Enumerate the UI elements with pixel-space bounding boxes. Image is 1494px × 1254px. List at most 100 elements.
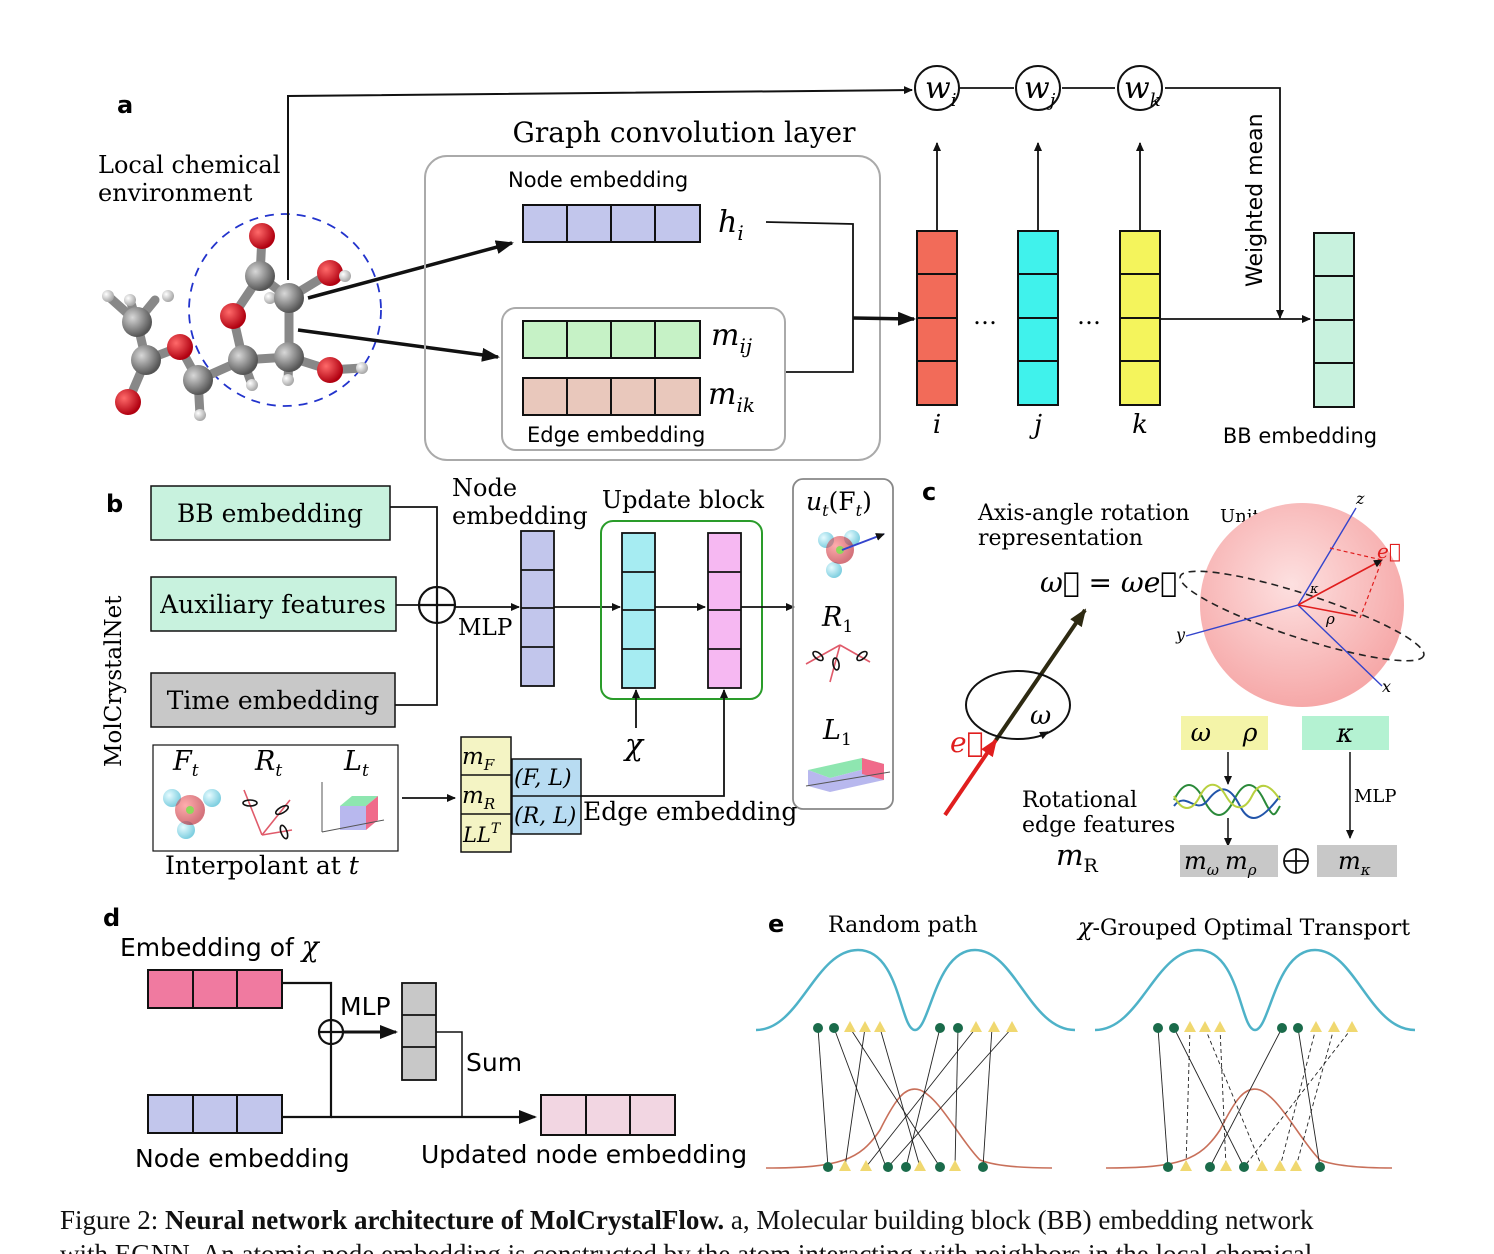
chi-embedding-vector	[147, 969, 283, 1009]
caption-rest: a, Molecular building block (BB) embeddi…	[724, 1205, 1314, 1235]
R1-rotation-icon	[805, 644, 871, 683]
interpolant-label: Interpolant at t	[165, 851, 360, 880]
LLT-label: LLT	[462, 821, 502, 847]
bb-embedding-box-label: BB embedding	[177, 499, 363, 528]
chi-label-b: χ	[623, 728, 645, 763]
panel-b-letter: b	[106, 490, 123, 518]
e-label: e⃗	[950, 726, 983, 759]
omega-equation: ω⃗ = ωe⃗	[1040, 566, 1177, 599]
index-j: j	[1029, 410, 1042, 440]
mF-label: mF	[462, 744, 495, 774]
sum-label: Sum	[466, 1048, 522, 1077]
node-embedding-b-line2: embedding	[452, 502, 588, 530]
caption-line1: Figure 2: Neural network architecture of…	[60, 1203, 1480, 1237]
node-vector-j	[1017, 230, 1059, 406]
panel-c: c Axis-angle rotation representation ω⃗ …	[922, 478, 1425, 879]
R-t-rotation-icon	[242, 789, 293, 840]
caption-line2: with EGNN. An atomic node embedding is c…	[60, 1239, 1313, 1254]
mlp-label-c: MLP	[1354, 786, 1397, 807]
embedding-of-chi-label: Embedding of χ	[120, 930, 321, 963]
grouped-ot-label: χ-Grouped Optimal Transport	[1076, 913, 1410, 941]
L-t-cell-icon	[321, 782, 385, 833]
m-kappa-label: mκ	[1338, 847, 1371, 879]
weight-w-k: wk	[1117, 65, 1163, 111]
panel-d: d Embedding of χ Node embedding MLP Sum	[103, 904, 747, 1173]
F-t-molecule-icon	[163, 789, 221, 839]
panel-e: e Random path χ-Grouped Optimal Transpor…	[755, 910, 1416, 1172]
aux-features-label: Auxiliary features	[159, 590, 386, 619]
e-vec-sphere: e⃗	[1377, 539, 1401, 563]
edge-feature-stack	[460, 736, 582, 853]
mlp-label-b: MLP	[458, 615, 512, 641]
node-embedding-vector	[522, 204, 701, 243]
weight-route-line	[287, 86, 913, 280]
index-k: k	[1132, 410, 1148, 440]
merge-line	[765, 221, 854, 373]
node-embedding-d-vector	[147, 1094, 283, 1134]
m-kappa-box	[1317, 845, 1397, 877]
u-t-label: ut(Ft)	[806, 487, 872, 520]
local-env-line2: environment	[98, 179, 253, 207]
panel-c-letter: c	[922, 478, 936, 506]
dots-1: …	[973, 302, 997, 330]
axis-x: x	[1382, 677, 1391, 696]
RL-label: (R, L)	[514, 804, 576, 829]
rotation-loop	[965, 670, 1071, 740]
index-i: i	[933, 410, 941, 440]
time-embedding-box	[150, 672, 396, 728]
caption-prefix: Figure 2:	[60, 1205, 165, 1235]
oplus-c	[1283, 848, 1309, 874]
update-vector-pink	[707, 532, 742, 689]
local-env-line1: Local chemical	[98, 151, 280, 179]
update-vector-cyan	[621, 532, 656, 689]
omega-rho-label: ω ρ	[1191, 718, 1258, 747]
caption-bold: Neural network architecture of MolCrysta…	[165, 1205, 725, 1235]
svg-text:wi: wi	[925, 71, 956, 111]
mlp-output-vector	[401, 982, 437, 1081]
m-ij-label: mij	[711, 318, 752, 358]
update-block-box	[600, 520, 763, 700]
fourier-waves-icon	[1173, 783, 1281, 819]
panel-d-letter: d	[103, 904, 120, 932]
time-embedding-label: Time embedding	[167, 686, 380, 715]
m-ik-label: mik	[708, 377, 755, 417]
kappa-label: κ	[1335, 719, 1353, 749]
grouped-ot-plot	[1094, 948, 1416, 1172]
omega-rho-box	[1181, 716, 1268, 750]
edge-embedding-b-label: Edge embedding	[583, 797, 797, 826]
bb-embedding-box	[150, 485, 391, 541]
svg-text:wj: wj	[1024, 71, 1056, 111]
oplus-d	[317, 1018, 345, 1046]
molcrystalnet-label: MolCrystalNet	[101, 595, 127, 767]
weight-w-i: wi	[914, 65, 960, 111]
u-t-molecule-icon	[818, 530, 885, 578]
panel-b: b MolCrystalNet BB embedding Auxiliary f…	[101, 474, 894, 880]
random-path-label: Random path	[828, 913, 978, 938]
node-vector-k	[1119, 230, 1161, 406]
updated-node-embedding-label: Updated node embedding	[421, 1140, 747, 1169]
axis-y: y	[1175, 625, 1186, 644]
rot-edge-line1: Rotational	[1022, 788, 1137, 813]
weight-w-j: wj	[1015, 65, 1061, 111]
R-t-label: Rt	[254, 746, 282, 781]
gcl-title: Graph convolution layer	[513, 116, 857, 149]
panel-a: a Local chemical environment	[98, 65, 1377, 461]
gcl-node-embedding-label: Node embedding	[508, 168, 688, 192]
mlp-label-d: MLP	[340, 992, 391, 1021]
e-vector-arrow	[943, 738, 998, 817]
F-t-label: Ft	[172, 746, 199, 781]
local-environment-circle	[188, 213, 382, 407]
axis-angle-line2: representation	[978, 526, 1143, 551]
updated-node-embedding-vector	[540, 1094, 676, 1136]
R1-label: R1	[821, 602, 853, 637]
L1-label: L1	[822, 715, 852, 750]
gcl-box	[424, 155, 881, 461]
oplus-concat	[417, 585, 457, 625]
kappa-small: κ	[1309, 582, 1319, 597]
node-vector-i	[916, 230, 958, 406]
panel-e-letter: e	[768, 910, 784, 938]
bb-embedding-vector	[1313, 232, 1355, 408]
rho-small: ρ	[1325, 610, 1335, 628]
